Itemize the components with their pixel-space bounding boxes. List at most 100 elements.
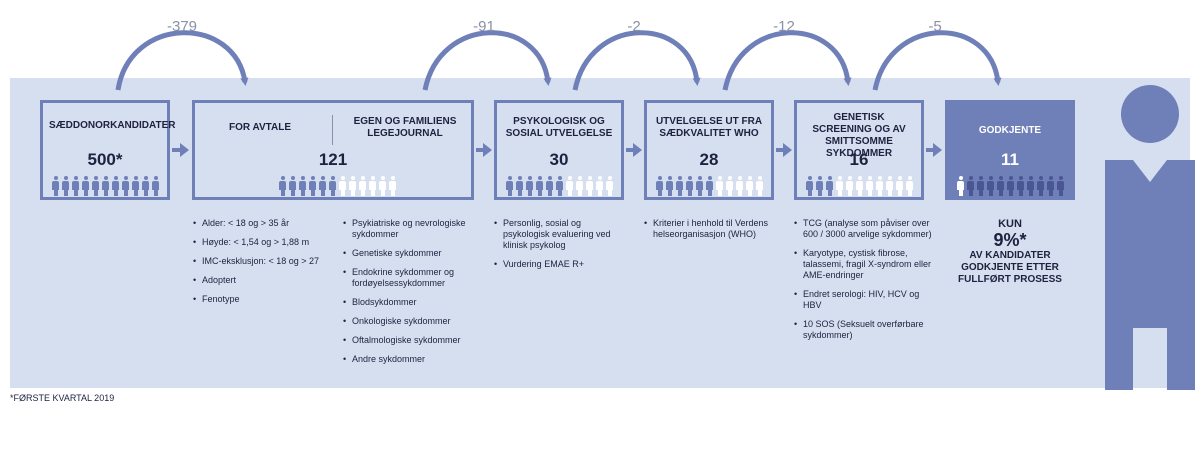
- step-box-psych: PSYKOLOGISK OG SOSIAL UTVELGELSE 30: [494, 100, 624, 200]
- person-icon: [339, 176, 346, 196]
- person-icon: [516, 176, 523, 196]
- person-icon: [389, 176, 396, 196]
- person-icon: [576, 176, 583, 196]
- person-icon: [596, 176, 603, 196]
- criteria-list-genetic: TCG (analyse som påviser over 600 / 3000…: [794, 218, 934, 349]
- person-icon: [329, 176, 336, 196]
- person-icon: [716, 176, 723, 196]
- list-item: IMC-eksklusjon: < 18 og > 27: [193, 256, 343, 267]
- person-icon: [1027, 176, 1034, 196]
- person-icon: [1037, 176, 1044, 196]
- step-box-genetic-screening: GENETISK SCREENING OG AV SMITTSOMME SYKD…: [794, 100, 924, 200]
- footnote: *FØRSTE KVARTAL 2019: [10, 393, 115, 403]
- person-icon: [866, 176, 873, 196]
- person-icon: [102, 176, 109, 196]
- list-item: Endokrine sykdommer og fordøyelsessykdom…: [343, 267, 478, 289]
- person-icon: [957, 176, 964, 196]
- criteria-list-psych: Personlig, sosial og psykologisk evaluer…: [494, 218, 624, 278]
- people-row: [279, 176, 396, 196]
- person-icon: [896, 176, 903, 196]
- person-icon: [1057, 176, 1064, 196]
- person-icon: [666, 176, 673, 196]
- arc-arrow-1: [115, 30, 249, 91]
- arc-arrow-3: [572, 30, 701, 91]
- person-silhouette-icon: [1105, 85, 1195, 390]
- person-icon: [1047, 176, 1054, 196]
- transition-arcs: [115, 30, 1002, 91]
- list-item: Personlig, sosial og psykologisk evaluer…: [494, 218, 624, 251]
- list-item: TCG (analyse som påviser over 600 / 3000…: [794, 218, 934, 240]
- step-title: PSYKOLOGISK OG SOSIAL UTVELGELSE: [505, 116, 613, 139]
- list-item: Adoptert: [193, 275, 343, 286]
- note-prefix: KUN: [998, 218, 1022, 230]
- arc-arrow-4: [722, 30, 852, 91]
- criteria-list-diseases: Psykiatriske og nevrologiske sykdommer G…: [343, 218, 478, 373]
- step-title-right: EGEN OG FAMILIENS LEGEJOURNAL: [353, 116, 457, 139]
- people-row: [656, 176, 766, 196]
- person-icon: [846, 176, 853, 196]
- chevron-right-icon: [933, 143, 942, 157]
- list-item: Kriterier i henhold til Verdens helseorg…: [644, 218, 774, 240]
- person-icon: [299, 176, 306, 196]
- person-icon: [806, 176, 813, 196]
- person-icon: [506, 176, 513, 196]
- person-icon: [359, 176, 366, 196]
- approval-rate: 9%*: [993, 230, 1027, 250]
- person-icon: [876, 176, 883, 196]
- step-count: 30: [549, 150, 569, 169]
- person-icon: [756, 176, 763, 196]
- person-icon: [746, 176, 753, 196]
- criteria-list-general: Alder: < 18 og > 35 år Høyde: < 1,54 og …: [193, 218, 343, 313]
- chevron-right-icon: [483, 143, 492, 157]
- delta-label: -379: [166, 18, 198, 35]
- step-box-semen-quality: UTVELGELSE UT FRA SÆDKVALITET WHO 28: [644, 100, 774, 200]
- person-icon: [726, 176, 733, 196]
- people-row: [506, 176, 616, 196]
- person-icon: [987, 176, 994, 196]
- person-icon: [997, 176, 1004, 196]
- chevron-right-icon: [633, 143, 642, 157]
- step-connector: [476, 148, 484, 152]
- list-item: Vurdering EMAE R+: [494, 259, 624, 270]
- person-icon: [826, 176, 833, 196]
- step-connector: [926, 148, 934, 152]
- list-item: Fenotype: [193, 294, 343, 305]
- person-icon: [62, 176, 69, 196]
- arc-arrow-2: [422, 30, 552, 91]
- person-icon: [977, 176, 984, 196]
- person-icon: [706, 176, 713, 196]
- person-icon: [656, 176, 663, 196]
- person-icon: [906, 176, 913, 196]
- list-item: Alder: < 18 og > 35 år: [193, 218, 343, 229]
- step-title-left: FOR AVTALE: [228, 122, 292, 133]
- person-icon: [319, 176, 326, 196]
- person-icon: [816, 176, 823, 196]
- person-icon: [1007, 176, 1014, 196]
- list-item: Genetiske sykdommer: [343, 248, 478, 259]
- person-icon: [72, 176, 79, 196]
- person-icon: [349, 176, 356, 196]
- person-icon: [279, 176, 286, 196]
- person-icon: [836, 176, 843, 196]
- step-box-medical-record: FOR AVTALE EGEN OG FAMILIENS LEGEJOURNAL…: [192, 100, 474, 200]
- delta-label: -2: [627, 18, 641, 35]
- person-icon: [82, 176, 89, 196]
- step-connector: [626, 148, 634, 152]
- person-icon: [546, 176, 553, 196]
- person-icon: [369, 176, 376, 196]
- person-icon: [92, 176, 99, 196]
- step-connector: [776, 148, 784, 152]
- step-count: 11: [1001, 150, 1019, 169]
- note-text: AV KANDIDATER GODKJENTE ETTER FULLFØRT P…: [958, 250, 1062, 285]
- person-icon: [132, 176, 139, 196]
- delta-label: -91: [473, 18, 495, 35]
- delta-label: -5: [928, 18, 942, 35]
- person-icon: [142, 176, 149, 196]
- person-icon: [152, 176, 159, 196]
- step-count: 16: [849, 150, 869, 169]
- person-icon: [586, 176, 593, 196]
- person-icon: [122, 176, 129, 196]
- list-item: Høyde: < 1,54 og > 1,88 m: [193, 237, 343, 248]
- step-box-approved: GODKJENTE 11: [945, 100, 1075, 200]
- person-icon: [886, 176, 893, 196]
